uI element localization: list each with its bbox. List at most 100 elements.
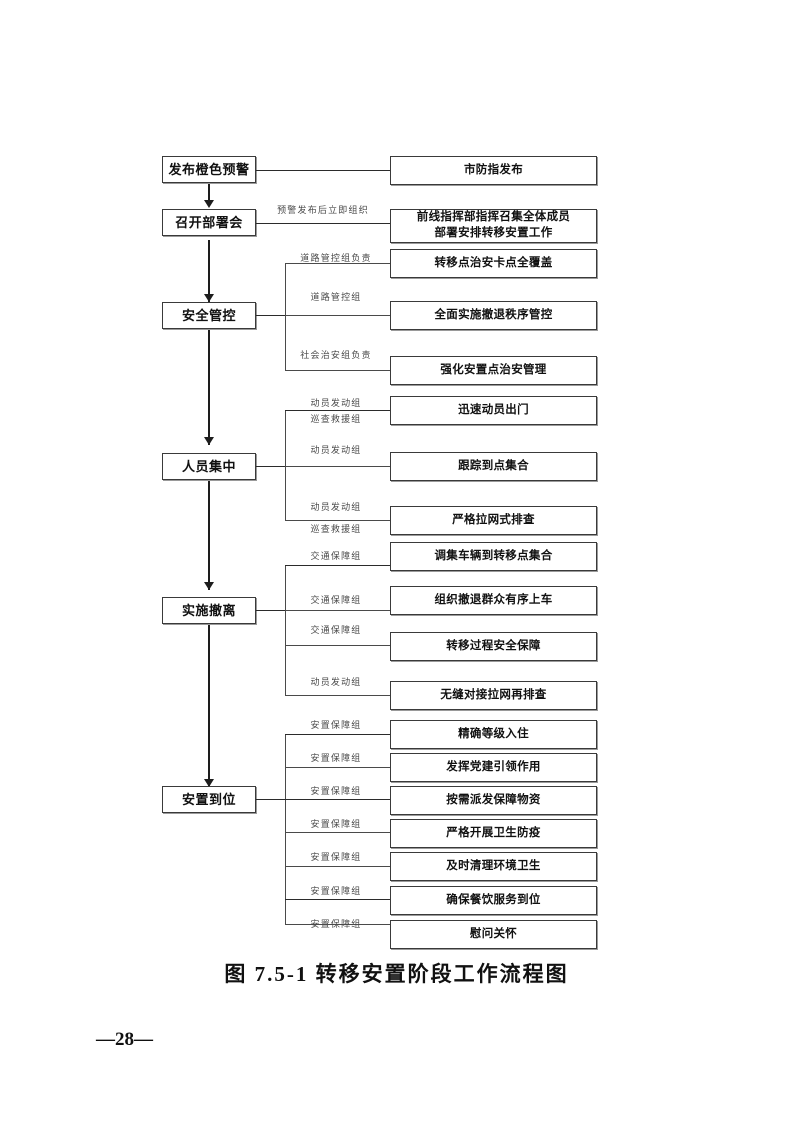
task-node-3b[interactable]: 全面实施撤退秩序管控 [390, 301, 597, 330]
task-node-5d-label: 无缝对接拉网再排查 [440, 689, 547, 702]
connector-label-6a: 安置保障组 [310, 720, 362, 730]
connector-label-5b: 交通保障组 [310, 595, 362, 605]
spine-segment-3-4 [208, 329, 210, 445]
spine-arrow-to-stage-3 [204, 294, 214, 302]
stage-node-5[interactable]: 实施撤离 [162, 597, 256, 624]
connector-line-6e [285, 866, 390, 867]
connector-label-3a: 道路管控组负责 [300, 253, 372, 263]
connector-line-6d [285, 832, 390, 833]
task-node-6e[interactable]: 及时清理环境卫生 [390, 852, 597, 881]
connector-line-3a [285, 263, 390, 264]
task-node-6f-label: 确保餐饮服务到位 [446, 894, 541, 907]
task-node-2-line1: 前线指挥部指挥召集全体成员 [416, 211, 571, 224]
task-node-3b-label: 全面实施撤退秩序管控 [434, 309, 553, 322]
connector-line-4b [285, 466, 390, 467]
task-node-2-text: 前线指挥部指挥召集全体成员 部署安排转移安置工作 [417, 210, 570, 241]
connector-line-6a [285, 734, 390, 735]
connector-label-3b: 道路管控组 [310, 292, 362, 302]
task-node-6b[interactable]: 发挥党建引领作用 [390, 753, 597, 782]
connector-label-6d: 安置保障组 [310, 819, 362, 829]
connector-line-6g [285, 924, 390, 925]
stage-node-1-label: 发布橙色预警 [168, 161, 250, 177]
stage-node-3[interactable]: 安全管控 [162, 302, 256, 329]
page-number: —28— [96, 1029, 153, 1050]
task-node-5c-label: 转移过程安全保障 [446, 640, 541, 653]
spine-arrow-to-stage-6 [204, 779, 214, 787]
task-node-6d-label: 严格开展卫生防疫 [446, 827, 541, 840]
connector-line-3c [285, 370, 390, 371]
connector-line-5d [285, 695, 390, 696]
task-node-4a[interactable]: 迅速动员出门 [390, 396, 597, 425]
task-node-6f[interactable]: 确保餐饮服务到位 [390, 886, 597, 915]
connector-line-5c [285, 645, 390, 646]
task-node-6a[interactable]: 精确等级入住 [390, 720, 597, 749]
stage-5-trunk [256, 610, 285, 611]
task-node-5b-label: 组织撤退群众有序上车 [434, 594, 553, 607]
task-node-4c[interactable]: 严格拉网式排查 [390, 506, 597, 535]
connector-line-6c [285, 799, 390, 800]
connector-line-5b [285, 610, 390, 611]
task-node-4c-label: 严格拉网式排查 [452, 514, 535, 527]
task-node-3a[interactable]: 转移点治安卡点全覆盖 [390, 249, 597, 278]
connector-line-4a [285, 410, 390, 411]
connector-label-4b: 动员发动组 [310, 445, 362, 455]
task-node-3c[interactable]: 强化安置点治安管理 [390, 356, 597, 385]
connector-line-5a [285, 565, 390, 566]
task-node-1-label: 市防指发布 [464, 164, 523, 177]
connector-label-5a: 交通保障组 [310, 551, 362, 561]
task-node-4a-label: 迅速动员出门 [458, 404, 529, 417]
task-node-3c-label: 强化安置点治安管理 [440, 364, 547, 377]
task-node-6e-label: 及时清理环境卫生 [446, 860, 541, 873]
connector-label-4c: 动员发动组 [310, 502, 362, 512]
stage-3-trunk [256, 315, 285, 316]
connector-label-6e: 安置保障组 [310, 852, 362, 862]
spine-segment-5-6 [208, 615, 210, 787]
stage-5-bus [285, 565, 286, 695]
stage-4-trunk [256, 466, 285, 467]
task-node-4b[interactable]: 跟踪到点集合 [390, 452, 597, 481]
connector-label-6b: 安置保障组 [310, 753, 362, 763]
connector-label-4a2: 巡查救援组 [310, 414, 362, 424]
task-node-5a-label: 调集车辆到转移点集合 [434, 550, 553, 563]
connector-line-1 [256, 170, 390, 171]
task-node-5c[interactable]: 转移过程安全保障 [390, 632, 597, 661]
connector-label-3c: 社会治安组负责 [300, 350, 372, 360]
task-node-5a[interactable]: 调集车辆到转移点集合 [390, 542, 597, 571]
stage-6-trunk [256, 799, 285, 800]
stage-4-bus [285, 410, 286, 520]
spine-segment-1-2 [208, 182, 210, 204]
task-node-6c-label: 按需派发保障物资 [446, 794, 541, 807]
task-node-6g-label: 慰问关怀 [469, 928, 518, 941]
task-node-4b-label: 跟踪到点集合 [458, 460, 529, 473]
task-node-2[interactable]: 前线指挥部指挥召集全体成员 部署安排转移安置工作 [390, 209, 597, 243]
stage-node-5-label: 实施撤离 [181, 602, 236, 618]
task-node-2-line2: 部署安排转移安置工作 [434, 227, 553, 239]
task-node-6d[interactable]: 严格开展卫生防疫 [390, 819, 597, 848]
connector-label-4a: 动员发动组 [310, 398, 362, 408]
spine-segment-4-5 [208, 480, 210, 590]
connector-label-2: 预警发布后立即组织 [277, 205, 369, 215]
task-node-5b[interactable]: 组织撤退群众有序上车 [390, 586, 597, 615]
figure-caption: 图 7.5-1 转移安置阶段工作流程图 [224, 962, 569, 986]
stage-node-1[interactable]: 发布橙色预警 [162, 156, 256, 183]
connector-line-4c [285, 520, 390, 521]
stage-node-3-label: 安全管控 [181, 307, 236, 323]
task-node-6c[interactable]: 按需派发保障物资 [390, 786, 597, 815]
task-node-5d[interactable]: 无缝对接拉网再排查 [390, 681, 597, 710]
stage-node-2[interactable]: 召开部署会 [162, 209, 256, 236]
stage-node-6[interactable]: 安置到位 [162, 786, 256, 813]
connector-label-5c: 交通保障组 [310, 625, 362, 635]
task-node-6g[interactable]: 慰问关怀 [390, 920, 597, 949]
connector-line-6f [285, 899, 390, 900]
spine-arrow-to-stage-5 [204, 582, 214, 590]
stage-3-bus [285, 263, 286, 370]
stage-node-4[interactable]: 人员集中 [162, 453, 256, 480]
task-node-1[interactable]: 市防指发布 [390, 156, 597, 185]
stage-node-4-label: 人员集中 [181, 458, 236, 474]
task-node-6a-label: 精确等级入住 [458, 728, 529, 741]
connector-line-2 [256, 223, 390, 224]
flowchart-canvas: 发布橙色预警 市防指发布 召开部署会 预警发布后立即组织 前线指挥部指挥召集全体… [162, 156, 597, 949]
connector-line-6b [285, 767, 390, 768]
stage-node-6-label: 安置到位 [181, 791, 236, 807]
